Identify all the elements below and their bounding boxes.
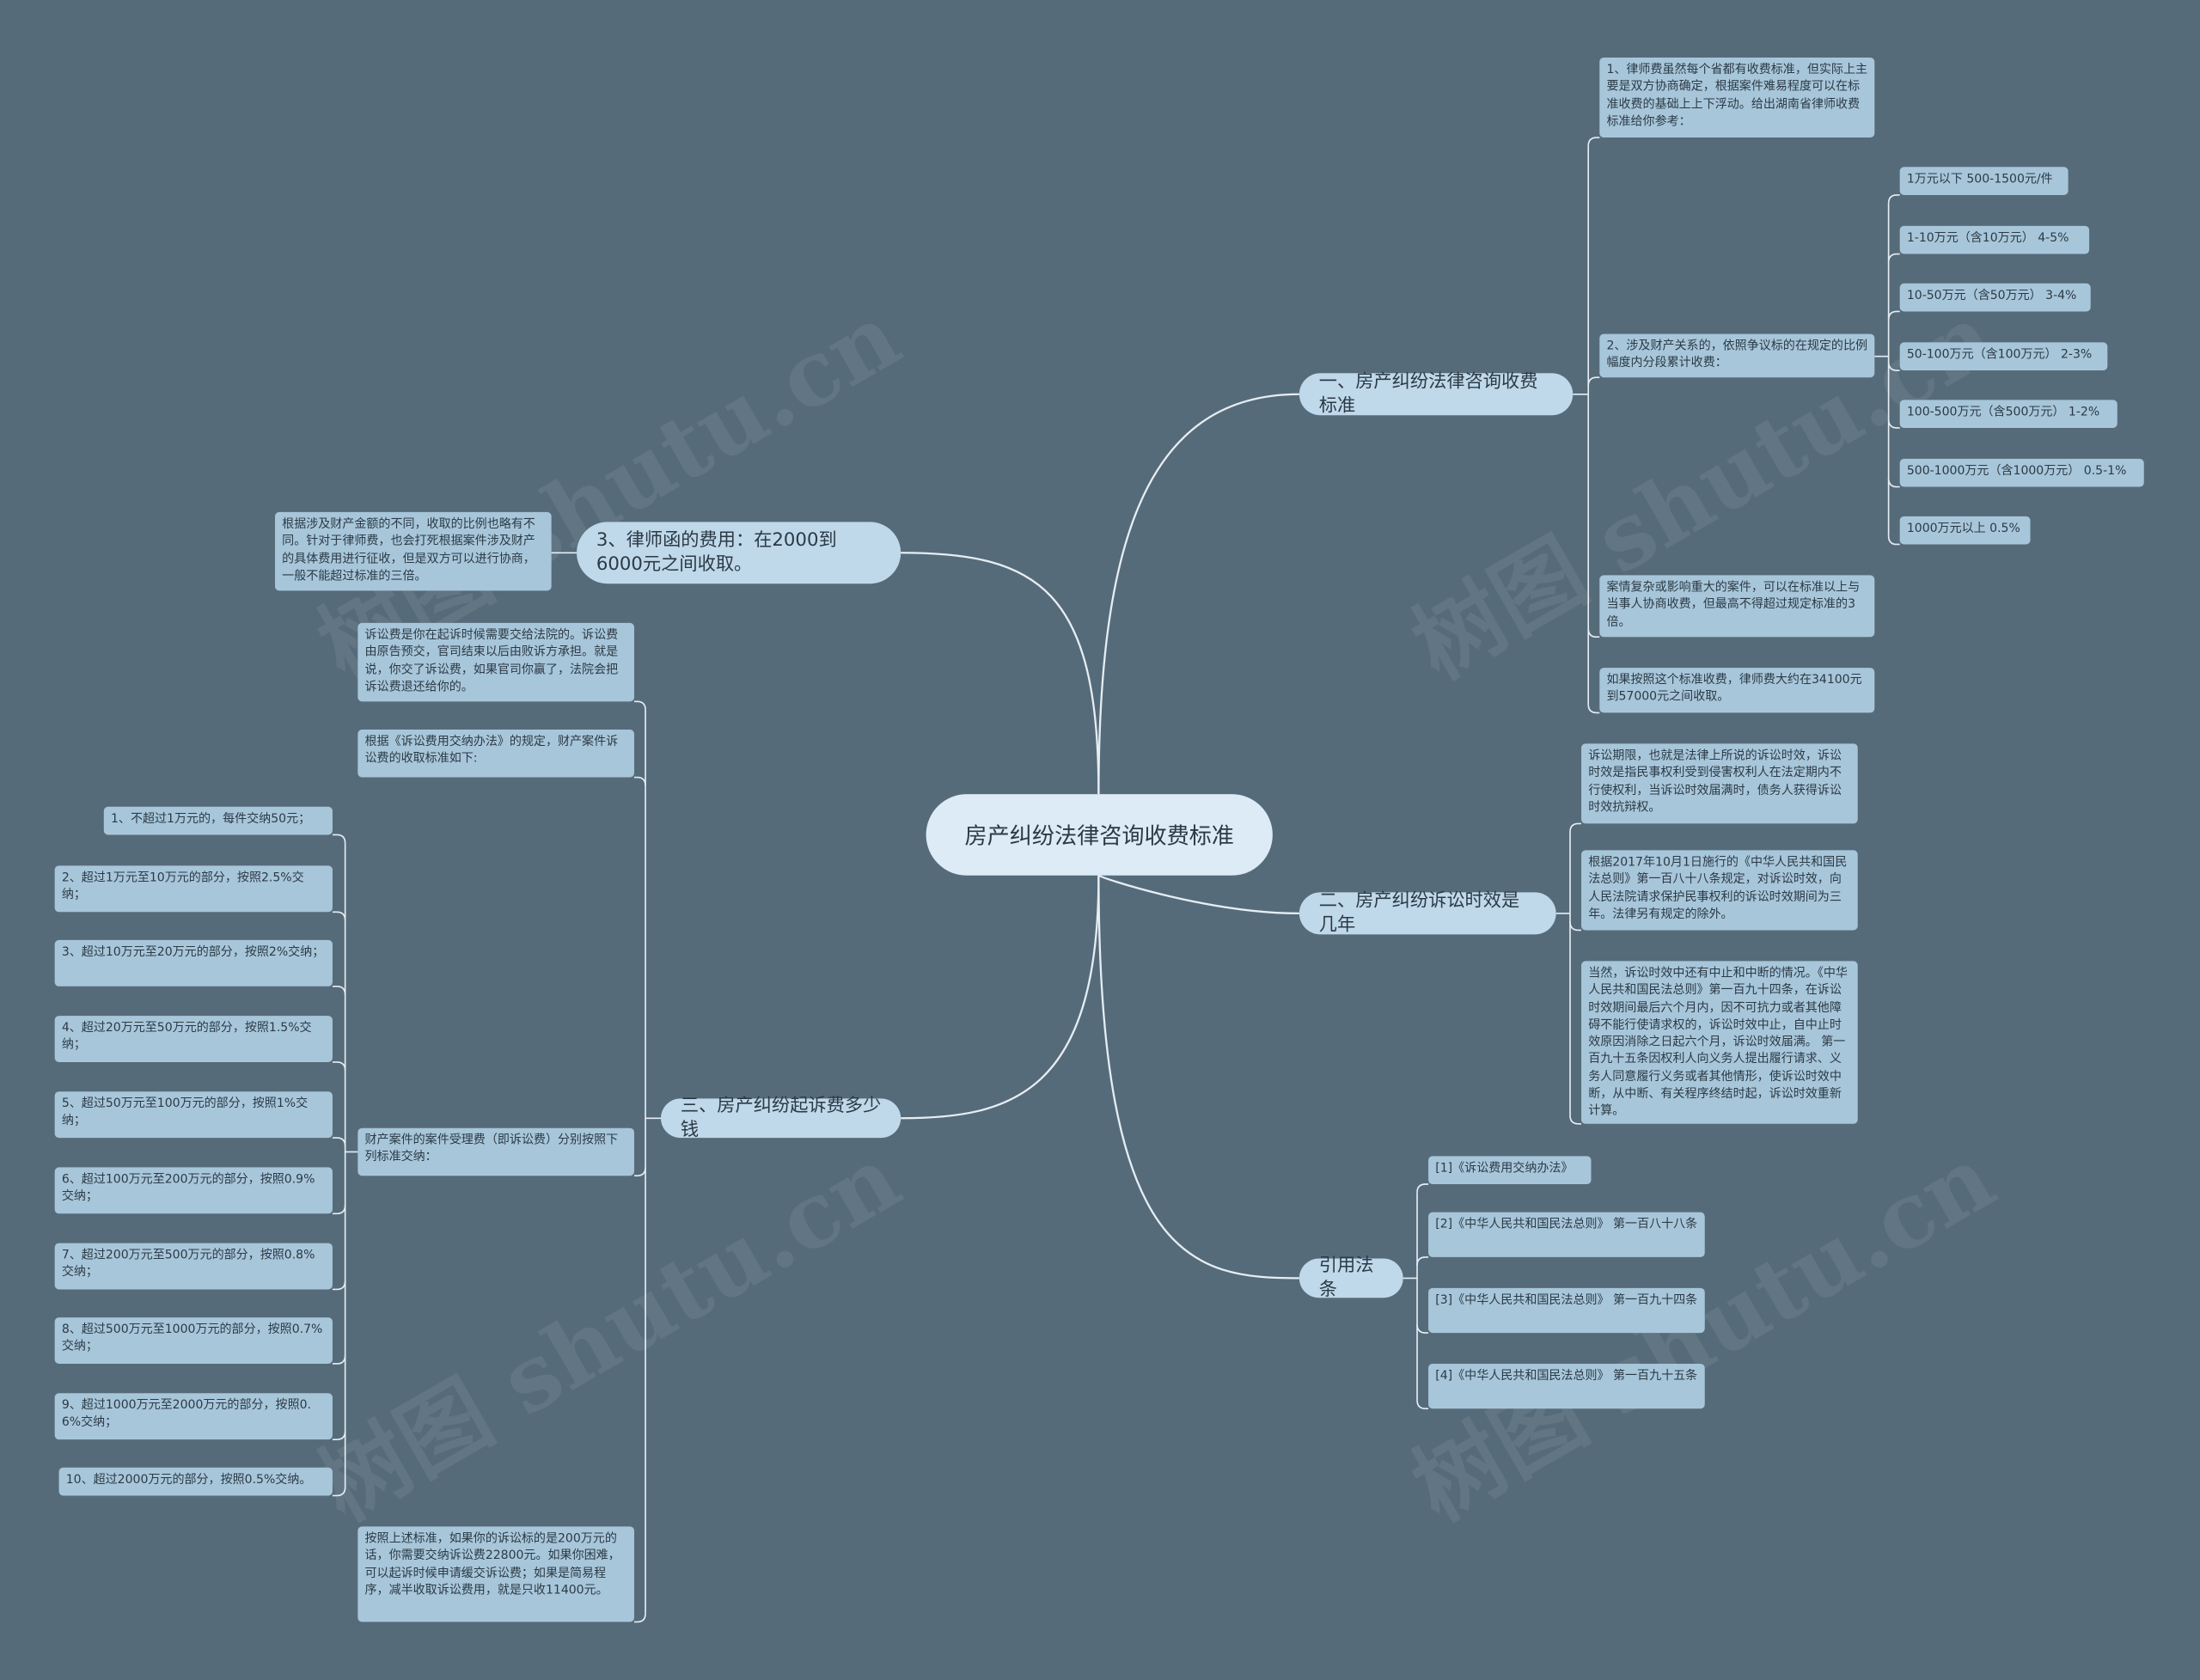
leaf-filing-tier[interactable]: 7、超过200万元至500万元的部分，按照0.8%交纳； xyxy=(54,1243,333,1290)
connector-line xyxy=(332,985,346,995)
connector-line xyxy=(1587,137,1600,146)
leaf-citation[interactable]: [3]《中华人民共和国民法总则》 第一百九十四条 xyxy=(1428,1287,1705,1334)
connector-line xyxy=(1887,253,1900,263)
leaf-filing-tier[interactable]: 4、超过20万元至50万元的部分，按照1.5%交纳； xyxy=(54,1016,333,1062)
leaf-fee-complex[interactable]: 案情复杂或影响重大的案件，可以在标准以上与当事人协商收费，但最高不得超过规定标准… xyxy=(1599,575,1875,638)
leaf-limitation[interactable]: 当然，诉讼时效中还有中止和中断的情况。《中华人民共和国民法总则》第一百九十四条，… xyxy=(1581,961,1858,1124)
connector-line xyxy=(1416,1400,1429,1410)
connector-line xyxy=(901,875,1100,1120)
connector-line xyxy=(332,911,346,921)
connector-line xyxy=(332,1061,346,1071)
connector-line xyxy=(1097,875,1299,1280)
leaf-fee-estimate[interactable]: 如果按照这个标准收费，律师费大约在34100元到57000元之间收取。 xyxy=(1599,668,1875,713)
leaf-filing-tier[interactable]: 3、超过10万元至20万元的部分，按照2%交纳； xyxy=(54,939,333,987)
connector-line xyxy=(1569,1115,1582,1125)
leaf-fee-property[interactable]: 2、涉及财产关系的，依照争议标的在规定的比例幅度内分段累计收费： xyxy=(1599,333,1875,378)
leaf-filing-tier[interactable]: 6、超过100万元至200万元的部分，按照0.9%交纳； xyxy=(54,1167,333,1214)
connector-line xyxy=(633,1167,646,1177)
leaf-fee-intro[interactable]: 1、律师费虽然每个省都有收费标准，但实际上主要是双方协商确定，根据案件难易程度可… xyxy=(1599,57,1875,138)
connector-line xyxy=(332,1431,346,1440)
leaf-limitation[interactable]: 根据2017年10月1日施行的《中华人民共和国民法总则》第一百八十八条规定，对诉… xyxy=(1581,850,1858,931)
leaf-filing-tier[interactable]: 5、超过50万元至100万元的部分，按照1%交纳； xyxy=(54,1091,333,1139)
leaf-tier[interactable]: 50-100万元（含100万元） 2-3% xyxy=(1899,342,2108,371)
leaf-filing-tier[interactable]: 1、不超过1万元的，每件交纳50元； xyxy=(103,806,333,835)
connector-line xyxy=(1887,478,1900,488)
leaf-filing-tier[interactable]: 8、超过500万元至1000万元的部分，按照0.7%交纳； xyxy=(54,1317,333,1364)
connector-line xyxy=(1097,393,1299,795)
leaf-filing-example[interactable]: 按照上述标准，如果你的诉讼标的是200万元的话，你需要交纳诉讼费22800元。如… xyxy=(358,1526,634,1622)
connector-line xyxy=(633,700,646,711)
branch-limitation[interactable]: 二、房产纠纷诉讼时效是几年 xyxy=(1299,891,1556,936)
connector-line xyxy=(1569,921,1582,932)
connector-line xyxy=(633,776,646,786)
connector-line xyxy=(1887,419,1900,429)
leaf-tier[interactable]: 1万元以下 500-1500元/件 xyxy=(1899,167,2069,195)
connector-line xyxy=(1887,535,1900,546)
connector-line xyxy=(332,1280,346,1291)
connector-line xyxy=(1416,1324,1429,1334)
branch-citations[interactable]: 引用法条 xyxy=(1299,1255,1403,1301)
connector-line xyxy=(1587,704,1600,714)
leaf-filing-tier[interactable]: 9、超过1000万元至2000万元的部分，按照0.6%交纳； xyxy=(54,1393,333,1440)
root-node[interactable]: 房产纠纷法律咨询收费标准 xyxy=(926,794,1273,876)
connector-line xyxy=(1416,1256,1429,1266)
connector-line xyxy=(633,1613,646,1623)
connector-line xyxy=(332,1487,346,1497)
branch-fee-standard[interactable]: 一、房产纠纷法律咨询收费标准 xyxy=(1299,372,1574,417)
leaf-filing-tier[interactable]: 2、超过1万元至10万元的部分，按照2.5%交纳； xyxy=(54,865,333,913)
connector-line xyxy=(1587,628,1600,638)
leaf-tier[interactable]: 10-50万元（含50万元） 3-4% xyxy=(1899,283,2091,312)
leaf-tier[interactable]: 1-10万元（含10万元） 4-5% xyxy=(1899,225,2090,254)
leaf-citation[interactable]: [4]《中华人民共和国民法总则》 第一百九十五条 xyxy=(1428,1363,1705,1409)
connector-line xyxy=(1097,874,1299,915)
connector-line xyxy=(332,1137,346,1146)
connector-line xyxy=(1887,362,1900,371)
leaf-limitation[interactable]: 诉讼期限，也就是法律上所说的诉讼时效，诉讼时效是指民事权利受到侵害权利人在法定期… xyxy=(1581,743,1858,824)
connector-line xyxy=(1569,822,1582,833)
connector-line xyxy=(1416,1183,1429,1193)
leaf-citation[interactable]: [2]《中华人民共和国民法总则》 第一百八十八条 xyxy=(1428,1212,1705,1257)
leaf-tier[interactable]: 500-1000万元（含1000万元） 0.5-1% xyxy=(1899,458,2144,487)
connector-line xyxy=(901,552,1100,795)
leaf-tier[interactable]: 100-500万元（含500万元） 1-2% xyxy=(1899,400,2118,428)
leaf-filing-basis[interactable]: 根据《诉讼费用交纳办法》的规定，财产案件诉讼费的收取标准如下: xyxy=(358,730,634,778)
connector-line xyxy=(1587,376,1600,387)
leaf-filing-tier[interactable]: 10、超过2000万元的部分，按照0.5%交纳。 xyxy=(58,1467,333,1496)
connector-line xyxy=(332,834,346,844)
branch-filing-fee[interactable]: 三、房产纠纷起诉费多少钱 xyxy=(661,1096,901,1140)
connector-line xyxy=(1887,310,1900,321)
leaf-tier[interactable]: 1000万元以上 0.5% xyxy=(1899,516,2031,545)
leaf-citation[interactable]: [1]《诉讼费用交纳办法》 xyxy=(1428,1156,1592,1184)
connector-line xyxy=(332,1205,346,1215)
connector-line xyxy=(1887,194,1900,204)
leaf-filing-standard[interactable]: 财产案件的案件受理费（即诉讼费）分别按照下列标准交纳： xyxy=(358,1127,634,1176)
branch-lawyer-letter[interactable]: 3、律师函的费用：在2000到6000元之间收取。 xyxy=(577,522,901,584)
leaf-filing-intro[interactable]: 诉讼费是你在起诉时候需要交给法院的。诉讼费由原告预交，官司结束以后由败诉方承担。… xyxy=(358,622,634,702)
leaf-lawyer-letter[interactable]: 根据涉及财产金额的不同，收取的比例也略有不同。针对于律师费，也会打死根据案件涉及… xyxy=(275,511,552,591)
connector-line xyxy=(332,1355,346,1365)
